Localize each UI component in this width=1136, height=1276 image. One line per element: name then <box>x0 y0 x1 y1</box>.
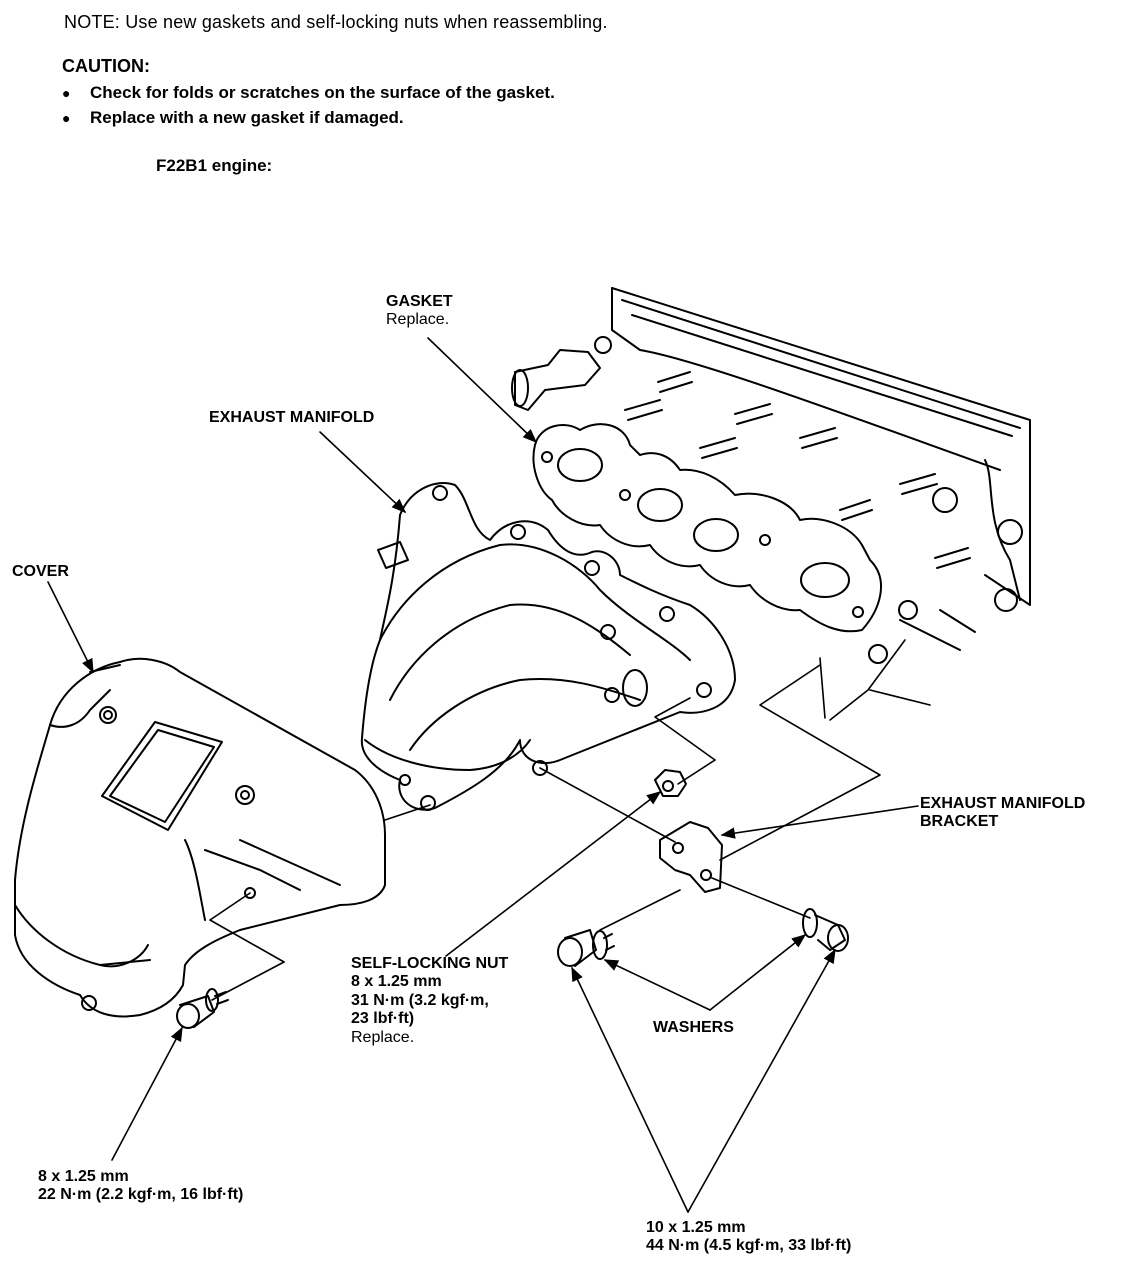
exhaust-manifold <box>360 482 736 811</box>
cover-bolt-callout: 8 x 1.25 mm 22 N·m (2.2 kgf·m, 16 lbf·ft… <box>38 1168 244 1204</box>
cylinder-head <box>511 287 1031 664</box>
bracket-bolt-callout: 10 x 1.25 mm 44 N·m (4.5 kgf·m, 33 lbf·f… <box>646 1219 852 1255</box>
bullet-icon: ● <box>62 110 71 126</box>
self-locking-nut <box>654 769 687 797</box>
cover-bolt <box>176 988 229 1029</box>
caution-item: ●Replace with a new gasket if damaged. <box>62 108 404 127</box>
washers-callout: WASHERS <box>653 1019 734 1036</box>
exhaust-manifold-bracket <box>659 821 723 893</box>
bracket-bolts <box>557 908 849 967</box>
caution-heading: CAUTION: <box>62 56 150 76</box>
caution-item: ●Check for folds or scratches on the sur… <box>62 83 555 102</box>
leader-lines <box>47 337 931 1213</box>
engine-label: F22B1 engine: <box>156 156 273 175</box>
reassembly-note: NOTE: Use new gaskets and self-locking n… <box>64 12 608 32</box>
gasket-callout: GASKET Replace. <box>386 293 453 329</box>
self-locking-nut-callout: SELF-LOCKING NUT 8 x 1.25 mm 31 N·m (3.2… <box>351 955 509 1046</box>
exhaust-manifold-callout: EXHAUST MANIFOLD <box>209 409 375 426</box>
bullet-icon: ● <box>62 85 71 101</box>
caution-list: ●Check for folds or scratches on the sur… <box>62 82 555 132</box>
bracket-callout: EXHAUST MANIFOLD BRACKET <box>920 795 1086 831</box>
cover <box>14 657 386 1018</box>
gasket <box>532 423 883 633</box>
cover-callout: COVER <box>12 563 69 580</box>
